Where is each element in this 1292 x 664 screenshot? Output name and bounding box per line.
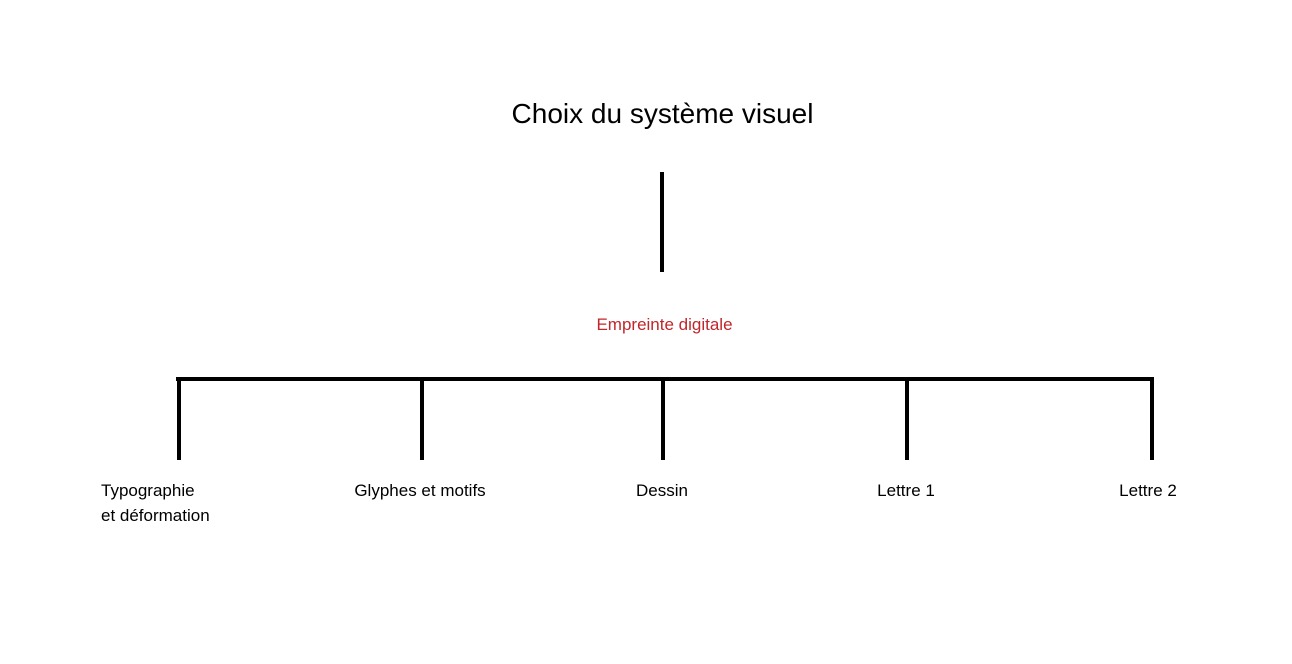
leaf-label-dessin-line-1: Dessin xyxy=(636,481,688,500)
leaf-label-lettre-1-line-1: Lettre 1 xyxy=(877,481,935,500)
leaf-label-glyphes-line-1: Glyphes et motifs xyxy=(354,481,486,500)
connector-drop-lettre-2 xyxy=(1150,377,1154,460)
leaf-label-glyphes: Glyphes et motifs xyxy=(354,478,485,503)
leaf-label-typographie-line-1: Typographie xyxy=(101,481,195,500)
middle-node-label: Empreinte digitale xyxy=(596,315,733,334)
leaf-label-lettre-2-line-1: Lettre 2 xyxy=(1119,481,1177,500)
leaf-label-typographie-line-2: et déformation xyxy=(101,506,210,525)
connector-drop-lettre-1 xyxy=(905,377,909,460)
connector-drop-glyphes xyxy=(420,377,424,460)
connector-root-to-middle xyxy=(660,172,664,272)
leaf-label-lettre-2: Lettre 2 xyxy=(1119,478,1177,503)
leaf-label-typographie: Typographie et déformation xyxy=(101,478,210,528)
leaf-label-dessin: Dessin xyxy=(636,478,688,503)
connector-drop-dessin xyxy=(661,377,665,460)
connector-drop-typographie xyxy=(177,377,181,460)
leaf-label-lettre-1: Lettre 1 xyxy=(877,478,935,503)
root-node-title: Choix du système visuel xyxy=(511,98,814,129)
